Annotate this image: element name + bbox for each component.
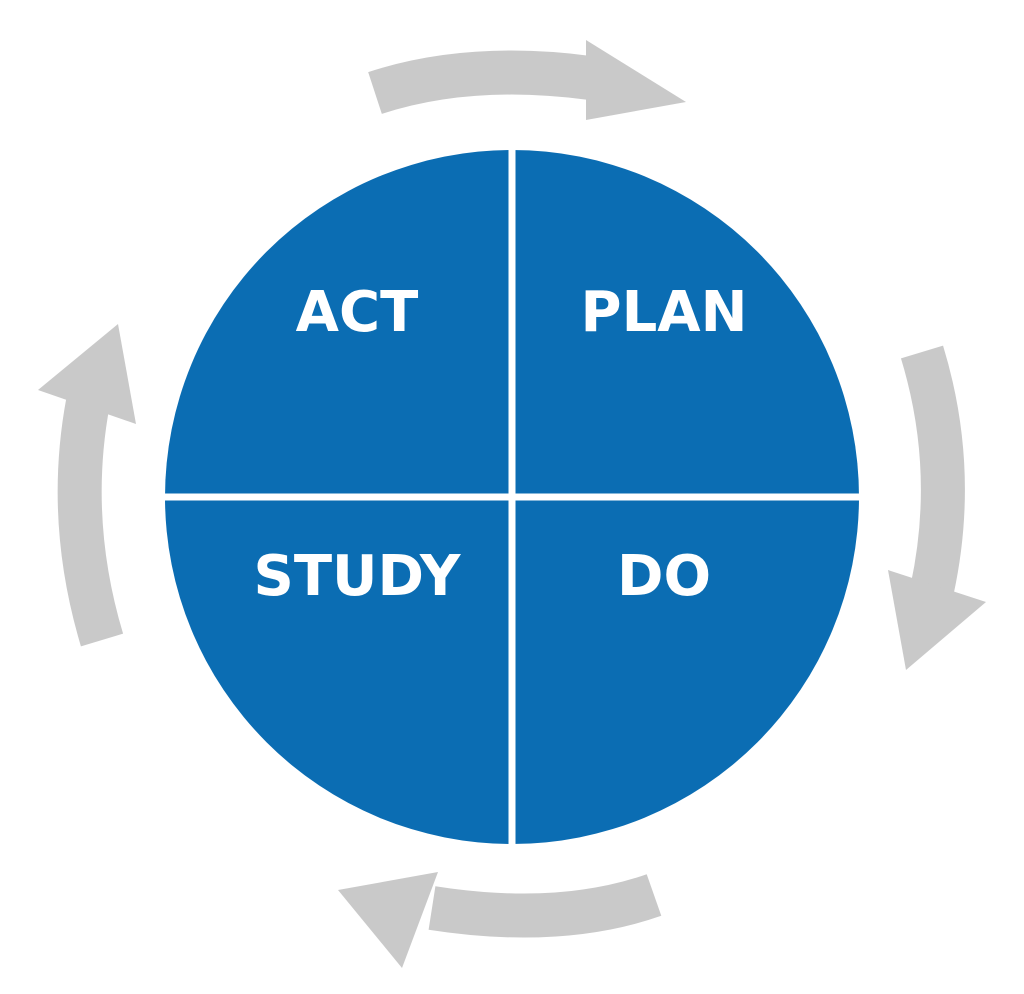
arrow-left-icon xyxy=(38,324,136,647)
arrow-bottom-icon xyxy=(338,872,662,968)
quadrant-label-study: STUDY xyxy=(254,544,462,609)
arrow-top-icon xyxy=(368,40,686,120)
quadrant-label-act: ACT xyxy=(296,280,419,345)
arrow-right-icon xyxy=(888,345,986,670)
quadrant-label-plan: PLAN xyxy=(581,280,748,345)
quadrant-label-do: DO xyxy=(617,544,711,609)
